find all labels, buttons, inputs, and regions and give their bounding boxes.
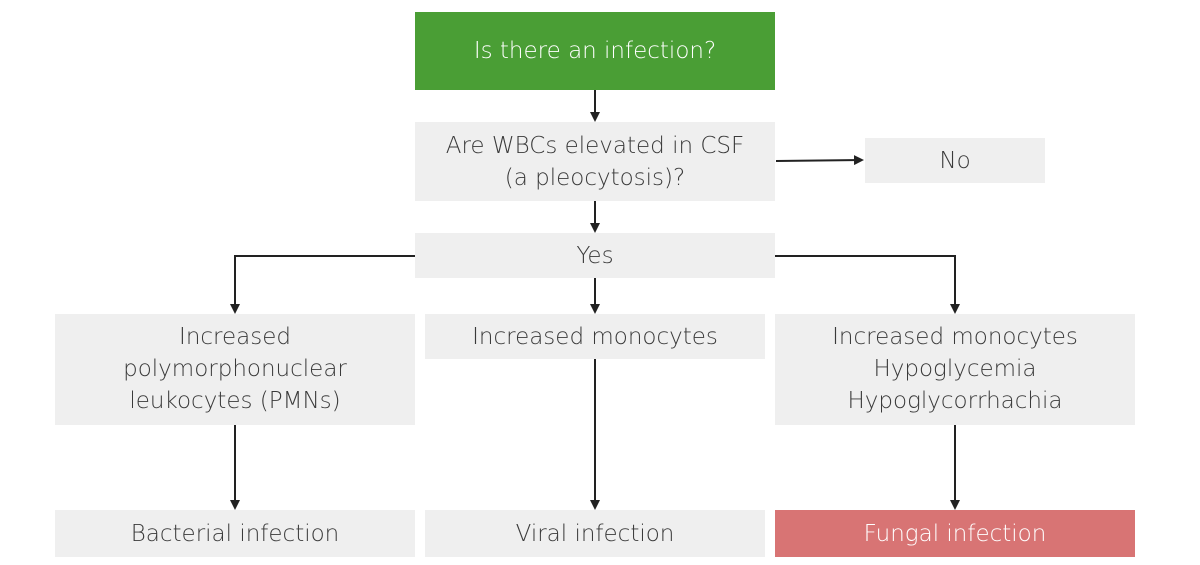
node-label-line: Yes	[576, 242, 614, 269]
node-label-line: Increased	[179, 324, 291, 350]
node-viral-infection: Viral infection	[425, 510, 765, 557]
node-increased-monocytes: Increased monocytes	[425, 314, 765, 359]
edge-wbc-to-no	[775, 155, 864, 166]
node-increased-pmns: Increased polymorphonuclear leukocytes (…	[55, 314, 415, 425]
node-bacterial-infection: Bacterial infection	[55, 510, 415, 557]
node-label-line: Hypoglycemia	[873, 356, 1037, 382]
node-label-line: Hypoglycorrhachia	[847, 388, 1063, 414]
node-label-line: Bacterial infection	[130, 520, 340, 547]
node-is-there-infection: Is there an infection?	[415, 12, 775, 90]
node-label-line: (a pleocytosis)?	[504, 164, 686, 191]
node-label-line: Are WBCs elevated in CSF	[445, 132, 745, 159]
edge-yes-to-fungal-criteria	[775, 255, 960, 314]
node-label-line: Fungal infection	[863, 520, 1047, 547]
node-label-line: Viral infection	[515, 520, 675, 547]
node-label-line: No	[939, 147, 971, 174]
node-label-line: leukocytes (PMNs)	[129, 388, 341, 414]
node-label-line: Increased monocytes	[832, 324, 1078, 350]
node-fungal-criteria: Increased monocytes Hypoglycemia Hypogly…	[775, 314, 1135, 425]
node-label-line: Is there an infection?	[473, 38, 717, 64]
node-no: No	[865, 138, 1045, 183]
node-label-line: polymorphonuclear	[123, 356, 347, 382]
node-yes: Yes	[415, 233, 775, 278]
node-wbc-elevated-question: Are WBCs elevated in CSF (a pleocytosis)…	[415, 122, 775, 201]
node-fungal-infection: Fungal infection	[775, 510, 1135, 557]
node-label-line: Increased monocytes	[472, 323, 718, 350]
edge-yes-to-pmn	[230, 255, 415, 314]
